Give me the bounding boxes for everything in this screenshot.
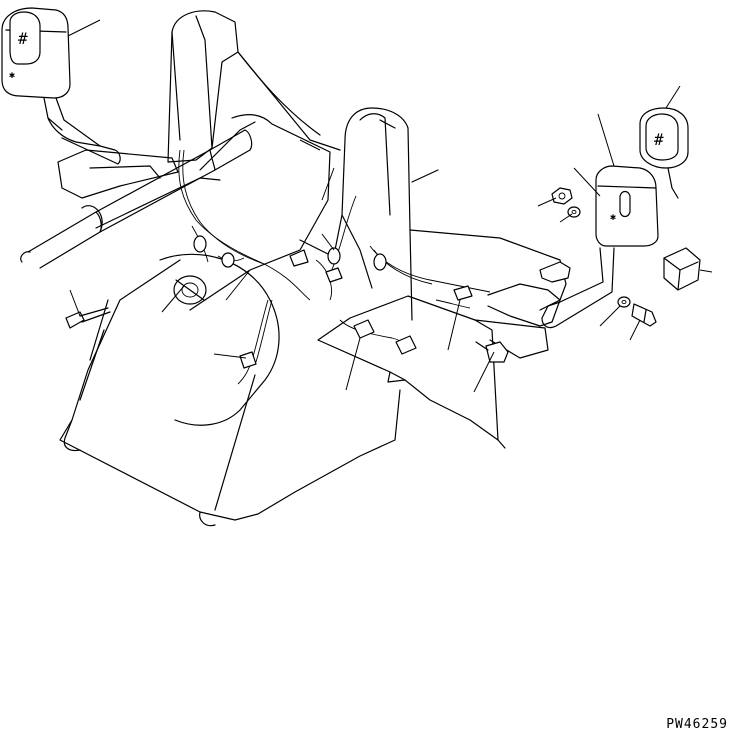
svg-text:✱: ✱ [9,70,15,81]
horn [173,275,207,305]
floor-plate-left [57,149,179,199]
work-lamp-lens-right: # [639,107,689,199]
right-floor-plate [317,229,567,449]
drawing-reference-code: PW46259 [666,717,728,732]
leader-lines [67,19,713,393]
rops-pillar-center [334,107,439,321]
washer-lower-right [617,296,631,308]
bolt-lower-right [631,303,657,327]
work-lamp-right: ✱ [541,165,659,329]
work-lamp-left: # ✱ [1,7,121,165]
svg-text:#: # [18,29,28,48]
nut-right [551,187,573,205]
svg-text:#: # [654,130,664,149]
bolt-left [65,307,111,329]
seat-panel [59,114,401,527]
cross-tube [20,129,253,269]
bracket-plate-right [539,261,571,283]
wiring-harness [178,149,491,385]
connector-right [663,247,701,291]
bolt-lower-middle [475,341,509,363]
rops-frame-left [167,10,341,163]
svg-text:✱: ✱ [610,212,616,223]
